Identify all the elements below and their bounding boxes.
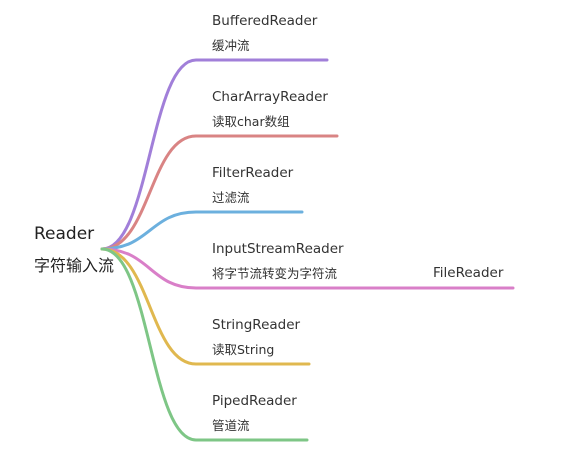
node-chararrayreader-title: CharArrayReader xyxy=(212,89,328,105)
node-filterreader-title: FilterReader xyxy=(212,165,294,181)
connector-inputstreamreader xyxy=(100,247,515,290)
node-bufferedreader-subtitle: 缓冲流 xyxy=(212,38,250,53)
connector-stringreader xyxy=(100,247,311,366)
node-inputstreamreader-subtitle: 将字节流转变为字符流 xyxy=(212,266,338,281)
node-pipedreader-subtitle: 管道流 xyxy=(212,418,250,433)
node-stringreader-title: StringReader xyxy=(212,317,301,333)
root-node-title: Reader xyxy=(34,224,95,244)
node-filereader-title: FileReader xyxy=(433,265,504,281)
node-pipedreader-title: PipedReader xyxy=(212,393,297,409)
node-chararrayreader-subtitle: 读取char数组 xyxy=(212,114,290,129)
node-filterreader-subtitle: 过滤流 xyxy=(212,190,250,205)
connector-pipedreader xyxy=(100,247,309,442)
root-node-subtitle: 字符输入流 xyxy=(34,256,115,275)
connector-filterreader xyxy=(100,210,304,251)
node-bufferedreader-title: BufferedReader xyxy=(212,13,318,29)
node-inputstreamreader-title: InputStreamReader xyxy=(212,241,344,257)
connector-bufferedreader xyxy=(100,58,329,251)
connector-chararrayreader xyxy=(100,134,339,251)
node-stringreader-subtitle: 读取String xyxy=(212,342,275,357)
